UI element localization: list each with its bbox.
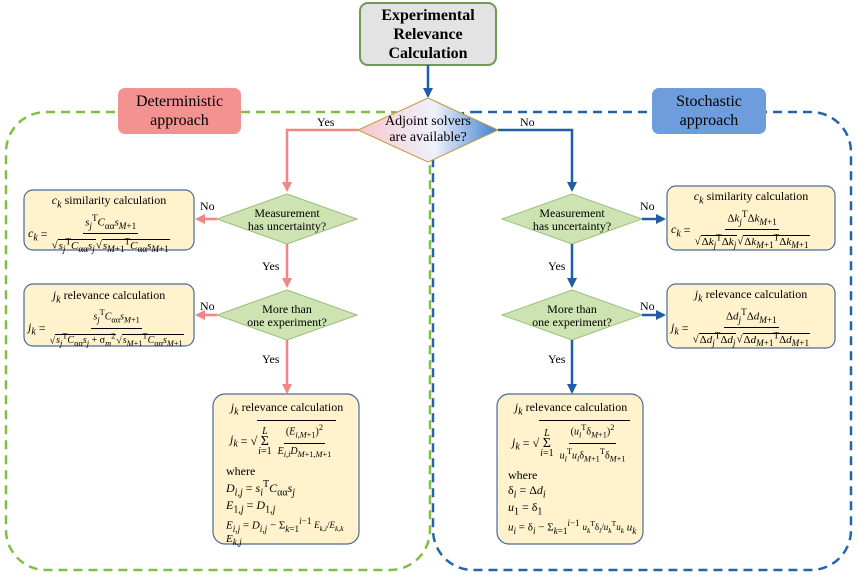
right-multi-line-2: one experiment? (532, 315, 612, 329)
right-similarity-equation: ck = ΔkjTΔkM+1√ΔkjTΔkj√ΔkM+1TΔkM+1 (671, 209, 810, 251)
right-relevance-equation: jk = ΔdjTΔdM+1√ΔdjTΔdj√ΔdM+1TΔdM+1 (671, 307, 811, 349)
deterministic-box (118, 88, 241, 134)
right-relevance-box (666, 283, 836, 349)
right-multi-box (496, 393, 644, 545)
right-multi-heading-text: relevance calculation (525, 400, 628, 414)
left-where-3: Ei,j = Di,j − Σk=1i−1 Ek,i/Ek,k Ek,j (226, 515, 344, 548)
left-uncertainty-yes-label: Yes (262, 259, 280, 273)
right-relevance-heading: jk relevance calculation (694, 287, 808, 305)
left-where-label: where (226, 463, 256, 478)
right-uncertainty-line-2: has uncertainty? (532, 219, 612, 233)
left-multi-heading-text: relevance calculation (241, 400, 344, 414)
adjoint-label: Adjoint solvers are available? (368, 114, 488, 146)
right-uncertainty-yes-label: Yes (548, 259, 566, 273)
right-relevance-content: jk relevance calculation jk = ΔdjTΔdM+1√… (671, 287, 831, 351)
title-line-1: Experimental (381, 7, 475, 24)
left-similarity-content: ck similarity calculation ck = sjTCααsM+… (28, 193, 190, 257)
right-similarity-box (666, 185, 836, 251)
right-multi-line-1: More than (547, 302, 597, 316)
left-uncertainty-text: Measurement has uncertainty? (227, 207, 347, 233)
left-relevance-heading-text: relevance calculation (63, 288, 166, 302)
deterministic-line-2: approach (150, 112, 209, 129)
right-where-2: u1 = δ1 (508, 500, 543, 518)
deterministic-label: Deterministic approach (118, 92, 241, 130)
title-line-3: Calculation (388, 45, 468, 62)
left-similarity-heading-text: similarity calculation (64, 193, 167, 207)
left-where-2: E1,j = D1,j (226, 498, 276, 516)
adjoint-line-2: are available? (389, 130, 467, 145)
left-uncertainty-line-1: Measurement (254, 206, 320, 220)
right-similarity-content: ck similarity calculation ck = ΔkjTΔkM+1… (671, 189, 831, 253)
left-multi-heading: jk relevance calculation (230, 400, 344, 418)
stochastic-box (652, 88, 766, 134)
left-where-1: Di,j = siTCααsj (226, 478, 296, 499)
left-similarity-box (23, 189, 195, 251)
left-relevance-box (23, 283, 195, 347)
adjoint-diamond (356, 97, 500, 163)
stochastic-label: Stochastic approach (652, 92, 766, 130)
right-uncertainty-no-label: No (640, 199, 655, 213)
adjoint-line-1: Adjoint solvers (385, 114, 471, 129)
arrow-adjoint-yes (282, 128, 358, 192)
title-line-2: Relevance (393, 26, 463, 43)
title-text: Experimental Relevance Calculation (360, 6, 496, 63)
stochastic-line-1: Stochastic (676, 93, 742, 110)
left-multi-no-label: No (200, 299, 215, 313)
right-multi-heading: jk relevance calculation (514, 400, 628, 418)
left-relevance-equation: jk = sjTCααsM+1√sjTCααsj + σm2√sM+1TCααs… (28, 308, 184, 349)
deterministic-line-1: Deterministic (135, 93, 224, 110)
right-similarity-heading-text: similarity calculation (706, 189, 809, 203)
adjoint-no-label: No (520, 115, 535, 129)
left-multi-box (212, 393, 360, 545)
right-where-1: δi = Δdi (508, 483, 546, 501)
left-multi-line-2: one experiment? (247, 315, 327, 329)
left-similarity-heading: ck similarity calculation (51, 193, 167, 211)
right-multi-text: More than one experiment? (512, 303, 632, 329)
right-where-3: ui = δi − Σk=1i−1 ukTδi/ukTuk uk (508, 517, 637, 536)
left-relevance-content: jk relevance calculation jk = sjTCααsM+1… (28, 288, 190, 351)
right-multi-no-label: No (640, 299, 655, 313)
left-multi-text: More than one experiment? (227, 303, 347, 329)
right-similarity-heading: ck similarity calculation (693, 189, 809, 207)
stochastic-region (431, 110, 853, 572)
left-relevance-heading: jk relevance calculation (52, 288, 166, 306)
right-uncertainty-line-1: Measurement (539, 206, 605, 220)
right-relevance-heading-text: relevance calculation (705, 287, 808, 301)
left-uncertainty-no-label: No (200, 199, 215, 213)
right-multi-yes-label: Yes (548, 352, 566, 366)
right-where-label: where (508, 468, 538, 483)
left-multi-line-1: More than (262, 302, 312, 316)
left-multi-yes-label: Yes (262, 352, 280, 366)
adjoint-yes-label: Yes (317, 115, 335, 129)
right-uncertainty-text: Measurement has uncertainty? (512, 207, 632, 233)
arrow-adjoint-no (498, 128, 577, 192)
left-uncertainty-line-2: has uncertainty? (247, 219, 327, 233)
stochastic-line-2: approach (679, 112, 739, 129)
left-similarity-equation: ck = sjTCααsM+1√sjTCααsj√sM+1TCααsM+1 (28, 213, 170, 255)
